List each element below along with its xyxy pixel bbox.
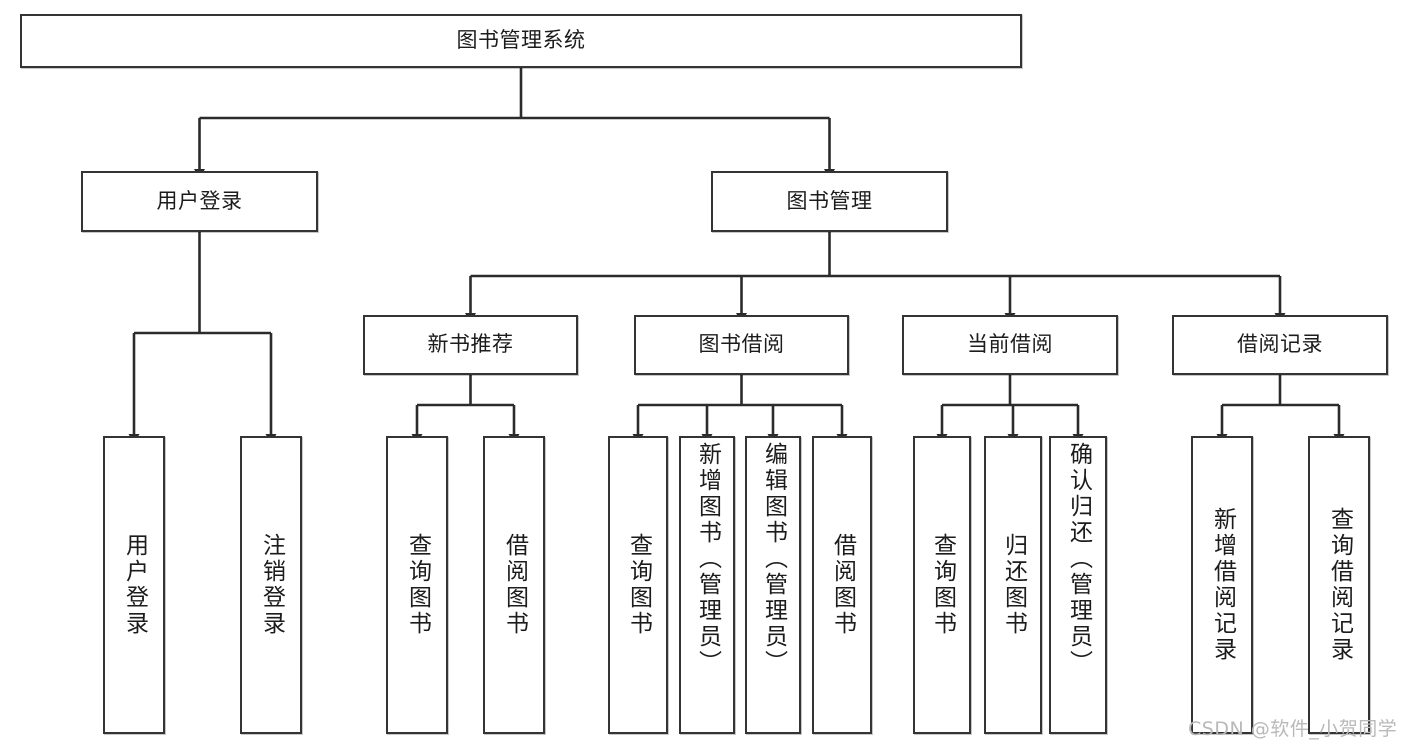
leaf-current-query-book[interactable]: 查询图书	[913, 436, 971, 734]
node-user-login-label: 用户登录	[156, 188, 243, 213]
node-user-login[interactable]: 用户登录	[81, 171, 318, 232]
node-book-management[interactable]: 图书管理	[711, 171, 948, 232]
node-current-borrowing[interactable]: 当前借阅	[902, 315, 1118, 375]
node-borrowing-records[interactable]: 借阅记录	[1172, 315, 1388, 375]
leaf-user-logout-label: 注销登录	[258, 533, 285, 637]
leaf-newbook-query-book[interactable]: 查询图书	[386, 436, 448, 734]
leaf-user-logout[interactable]: 注销登录	[240, 436, 302, 734]
leaf-user-login-label: 用户登录	[121, 533, 148, 637]
node-current-borrowing-label: 当前借阅	[967, 332, 1053, 357]
leaf-borrow-edit-book-label: 编辑图书（管理员）	[760, 442, 787, 676]
leaf-borrow-add-book-label: 新增图书（管理员）	[694, 442, 721, 676]
node-book-borrowing[interactable]: 图书借阅	[634, 315, 849, 375]
leaf-user-login[interactable]: 用户登录	[103, 436, 165, 734]
node-book-management-label: 图书管理	[786, 188, 873, 213]
leaf-current-confirm-return[interactable]: 确认归还（管理员）	[1049, 436, 1107, 734]
node-new-book-recommendation[interactable]: 新书推荐	[363, 315, 578, 375]
leaf-record-add[interactable]: 新增借阅记录	[1191, 436, 1253, 734]
leaf-newbook-borrow-book-label: 借阅图书	[501, 533, 528, 637]
node-new-book-recommendation-label: 新书推荐	[427, 332, 514, 357]
leaf-borrow-add-book[interactable]: 新增图书（管理员）	[679, 436, 735, 734]
leaf-borrow-borrow-book[interactable]: 借阅图书	[812, 436, 872, 734]
node-root-label: 图书管理系统	[456, 28, 586, 53]
leaf-record-query-label: 查询借阅记录	[1326, 507, 1353, 663]
leaf-newbook-borrow-book[interactable]: 借阅图书	[483, 436, 545, 734]
node-root[interactable]: 图书管理系统	[20, 14, 1022, 68]
leaf-current-query-book-label: 查询图书	[929, 533, 956, 637]
leaf-record-query[interactable]: 查询借阅记录	[1308, 436, 1370, 734]
node-book-borrowing-label: 图书借阅	[698, 332, 785, 357]
leaf-borrow-query-book-label: 查询图书	[625, 533, 652, 637]
leaf-current-confirm-return-label: 确认归还（管理员）	[1065, 442, 1092, 676]
node-borrowing-records-label: 借阅记录	[1237, 332, 1323, 357]
leaf-record-add-label: 新增借阅记录	[1209, 507, 1236, 663]
leaf-borrow-edit-book[interactable]: 编辑图书（管理员）	[745, 436, 801, 734]
leaf-borrow-query-book[interactable]: 查询图书	[608, 436, 668, 734]
leaf-newbook-query-book-label: 查询图书	[404, 533, 431, 637]
leaf-current-return-book[interactable]: 归还图书	[984, 436, 1042, 734]
leaf-current-return-book-label: 归还图书	[1000, 533, 1027, 637]
leaf-borrow-borrow-book-label: 借阅图书	[829, 533, 856, 637]
